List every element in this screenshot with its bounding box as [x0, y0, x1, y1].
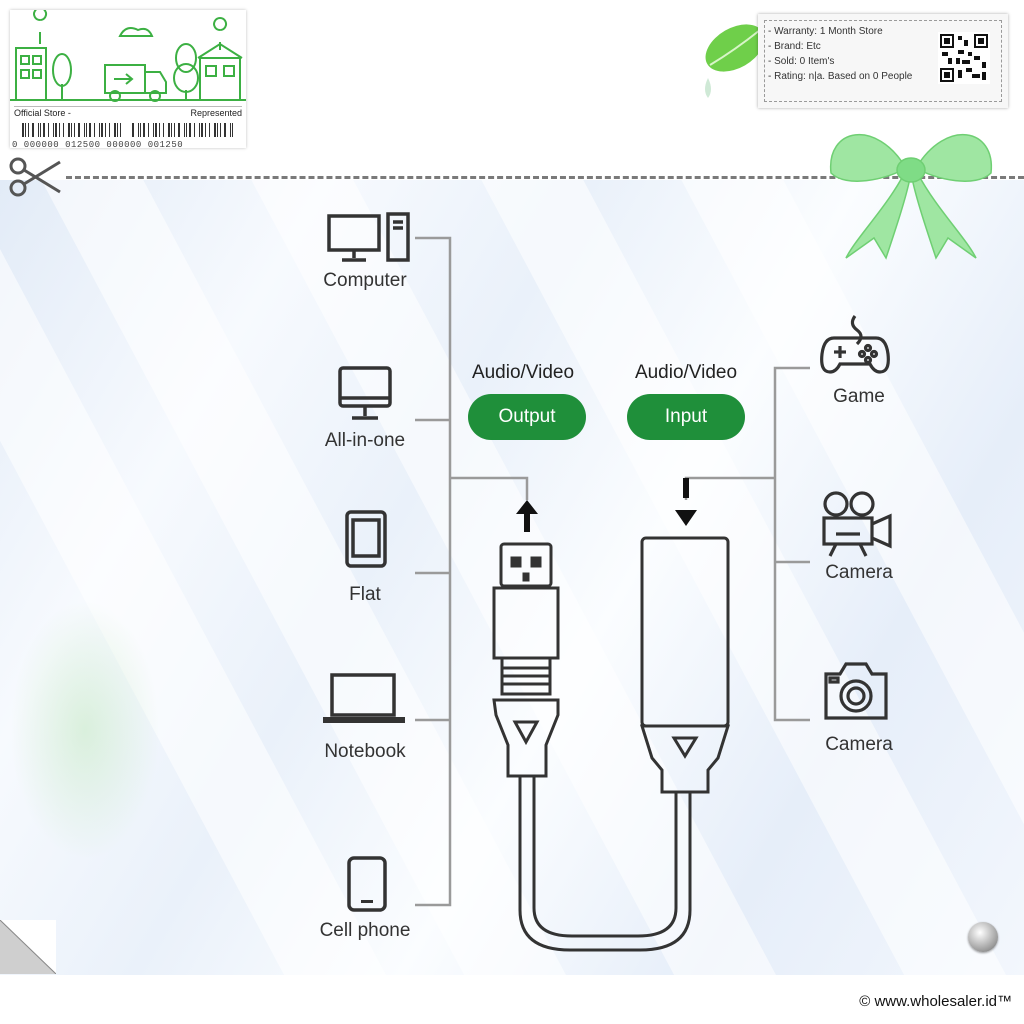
capture-card-icon: [639, 536, 731, 794]
notebook-icon: [323, 673, 405, 723]
represented-label: Represented: [190, 108, 242, 118]
usb-connector-icon: [492, 542, 560, 778]
info-lines: - Warranty: 1 Month Store - Brand: Etc -…: [768, 24, 912, 84]
input-caption: Audio/Video: [634, 362, 738, 383]
scissors-icon: [9, 157, 61, 197]
cell-phone-icon: [347, 856, 387, 912]
output-button: Output: [468, 394, 586, 440]
output-caption: Audio/Video: [471, 362, 575, 383]
flat-label: Flat: [349, 584, 381, 605]
cell-phone-label: Cell phone: [319, 920, 411, 941]
copyright-footer: © www.wholesaler.id™: [859, 993, 1012, 1010]
sold-line: - Sold: 0 Item's: [768, 56, 835, 67]
page-curl-icon: [0, 920, 56, 974]
qr-code-icon: [938, 32, 990, 84]
warranty-line: - Warranty: 1 Month Store: [768, 26, 883, 37]
all-in-one-label: All-in-one: [324, 430, 406, 451]
camera-label-2: Camera: [825, 734, 893, 755]
barcode-number: 0 000000 012500 000000 001250: [12, 140, 184, 150]
rating-line: - Rating: n|a. Based on 0 People: [768, 71, 913, 82]
knob-icon: [968, 922, 998, 952]
product-info-box: - Warranty: 1 Month Store - Brand: Etc -…: [758, 14, 1008, 108]
photo-camera-icon: [824, 662, 888, 720]
city-illustration: [10, 7, 246, 102]
adapter-drawing: [492, 536, 731, 952]
gamepad-icon: [820, 315, 890, 374]
notebook-label: Notebook: [324, 741, 406, 762]
tablet-icon: [345, 510, 387, 568]
camera-label-1: Camera: [825, 562, 893, 583]
cut-line: [66, 176, 1024, 179]
bow-icon: [830, 133, 992, 260]
official-store-label: Official Store -: [14, 108, 71, 118]
video-camera-icon: [822, 491, 892, 557]
computer-icon: [327, 212, 410, 262]
all-in-one-icon: [338, 366, 392, 420]
leaf-icon: [705, 24, 765, 98]
barcode: [22, 123, 233, 137]
store-label-row: Official Store - Represented: [14, 106, 242, 120]
store-card: Official Store - Represented 0 000000 01…: [10, 7, 246, 150]
diagram-panel: [0, 180, 1024, 975]
game-label: Game: [833, 386, 885, 407]
computer-label: Computer: [323, 270, 407, 291]
brand-line: - Brand: Etc: [768, 41, 821, 52]
input-button: Input: [627, 394, 745, 440]
